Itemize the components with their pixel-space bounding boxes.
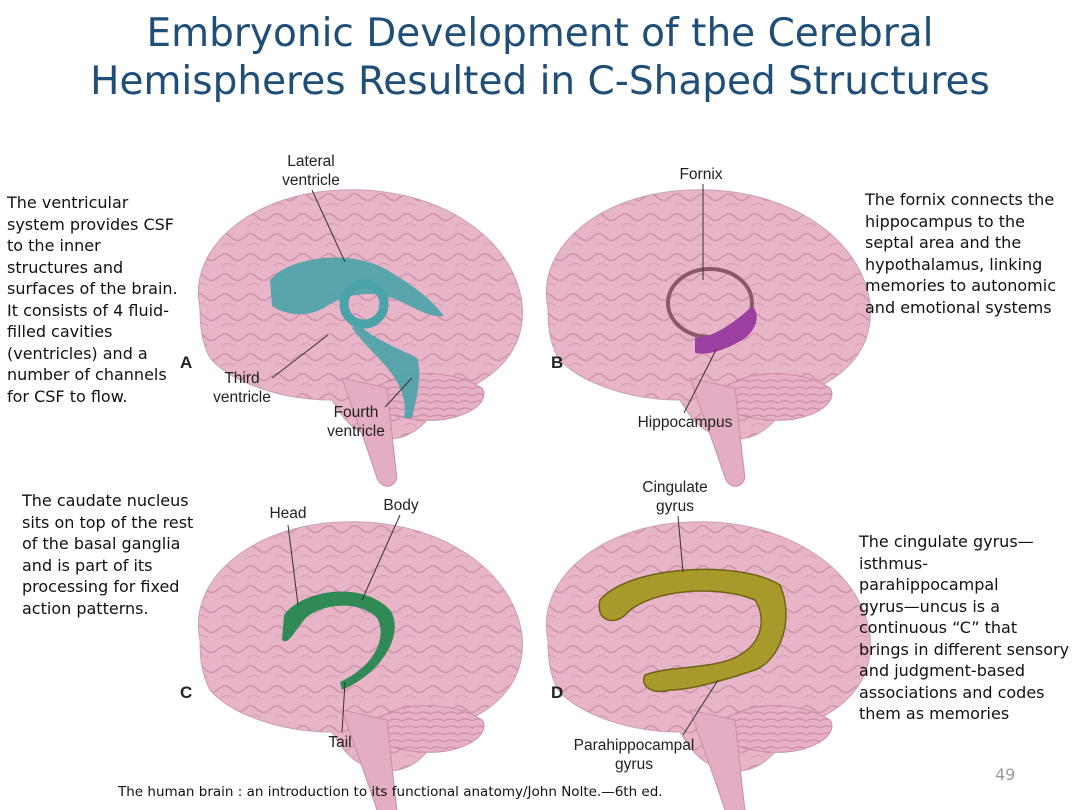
hippocampus-label: Hippocampus (637, 414, 733, 431)
panel-b-letter: B (551, 353, 564, 372)
third-ventricle-label: Third ventricle (213, 370, 271, 406)
caudate-body-label: Body (383, 497, 419, 514)
panel-a-brain (197, 189, 523, 487)
slide-title-line-1: Embryonic Development of the Cerebral (146, 11, 934, 56)
cingulate-note: The cingulate gyrus— isthmus- parahippoc… (859, 532, 1070, 723)
page-number: 49 (995, 765, 1016, 784)
ventricular-system-note: The ventricular system provides CSF to t… (7, 193, 178, 406)
cingulate-gyrus-label: Cingulate gyrus (642, 479, 708, 515)
slide-title: Embryonic Development of the Cerebral He… (0, 10, 1080, 106)
parahippocampal-gyrus-label: Parahippocampal gyrus (573, 737, 695, 773)
panel-a-letter: A (180, 353, 193, 372)
panel-c-brain (197, 521, 523, 810)
panel-c-letter: C (180, 683, 193, 702)
panel-b-brain (545, 189, 871, 487)
slide-title-line-2: Hemispheres Resulted in C-Shaped Structu… (90, 59, 990, 104)
fourth-ventricle-label: Fourth ventricle (327, 404, 385, 440)
lateral-ventricle-label: Lateral ventricle (282, 153, 340, 189)
fornix-label: Fornix (679, 166, 723, 183)
caudate-head-label: Head (269, 505, 307, 522)
citation-footer: The human brain : an introduction to its… (118, 784, 663, 800)
panel-d-letter: D (551, 683, 564, 702)
fornix-note: The fornix connects the hippocampus to t… (865, 190, 1057, 317)
caudate-tail-label: Tail (328, 734, 352, 751)
caudate-note: The caudate nucleus sits on top of the r… (22, 491, 194, 618)
leader-lines (271, 184, 719, 736)
panel-d-brain (545, 521, 871, 810)
